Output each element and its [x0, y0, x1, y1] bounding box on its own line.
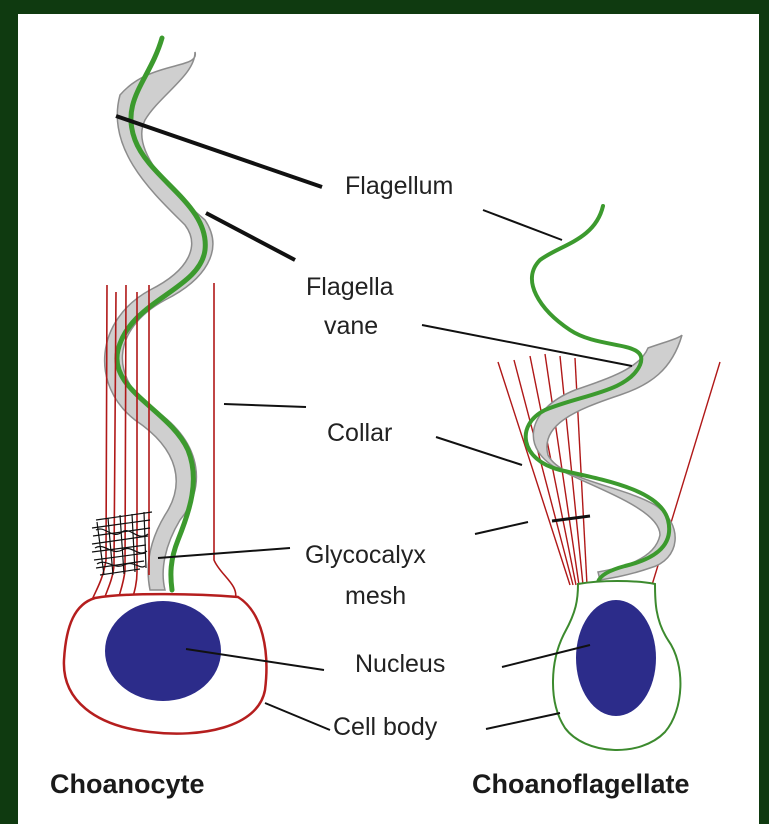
- leader-cellbody-left: [265, 703, 330, 730]
- leader-glycocalyx-right-a: [475, 522, 528, 534]
- choanoflagellate-flagellum: [526, 206, 669, 582]
- leader-glycocalyx-right-b: [552, 516, 590, 521]
- label-flagella-vane-line2: vane: [324, 312, 378, 340]
- label-glycocalyx-line1: Glycocalyx: [305, 541, 426, 569]
- leader-vane-right: [422, 325, 632, 366]
- choanocyte: [64, 38, 267, 734]
- choanocyte-glycocalyx-mesh: [92, 512, 152, 575]
- leader-cellbody-right: [486, 713, 560, 729]
- label-glycocalyx-line2: mesh: [345, 582, 406, 610]
- choanoflagellate-nucleus: [576, 600, 656, 716]
- label-flagellum: Flagellum: [345, 172, 453, 200]
- title-choanoflagellate: Choanoflagellate: [472, 769, 690, 799]
- label-cell-body: Cell body: [333, 713, 438, 741]
- label-nucleus: Nucleus: [355, 650, 445, 678]
- label-collar: Collar: [327, 419, 392, 447]
- choanoflagellate: [498, 206, 720, 750]
- labels: Flagellum Flagella vane Collar Glycocaly…: [305, 172, 453, 741]
- leader-vane-left: [206, 213, 295, 260]
- choanoflagellate-flagella-vane: [533, 335, 682, 580]
- leader-glycocalyx-left: [158, 548, 290, 558]
- label-flagella-vane-line1: Flagella: [306, 273, 394, 301]
- leader-collar-left: [224, 404, 306, 407]
- leader-flagellum-right: [483, 210, 562, 240]
- leader-collar-right: [436, 437, 522, 465]
- title-choanocyte: Choanocyte: [50, 769, 205, 799]
